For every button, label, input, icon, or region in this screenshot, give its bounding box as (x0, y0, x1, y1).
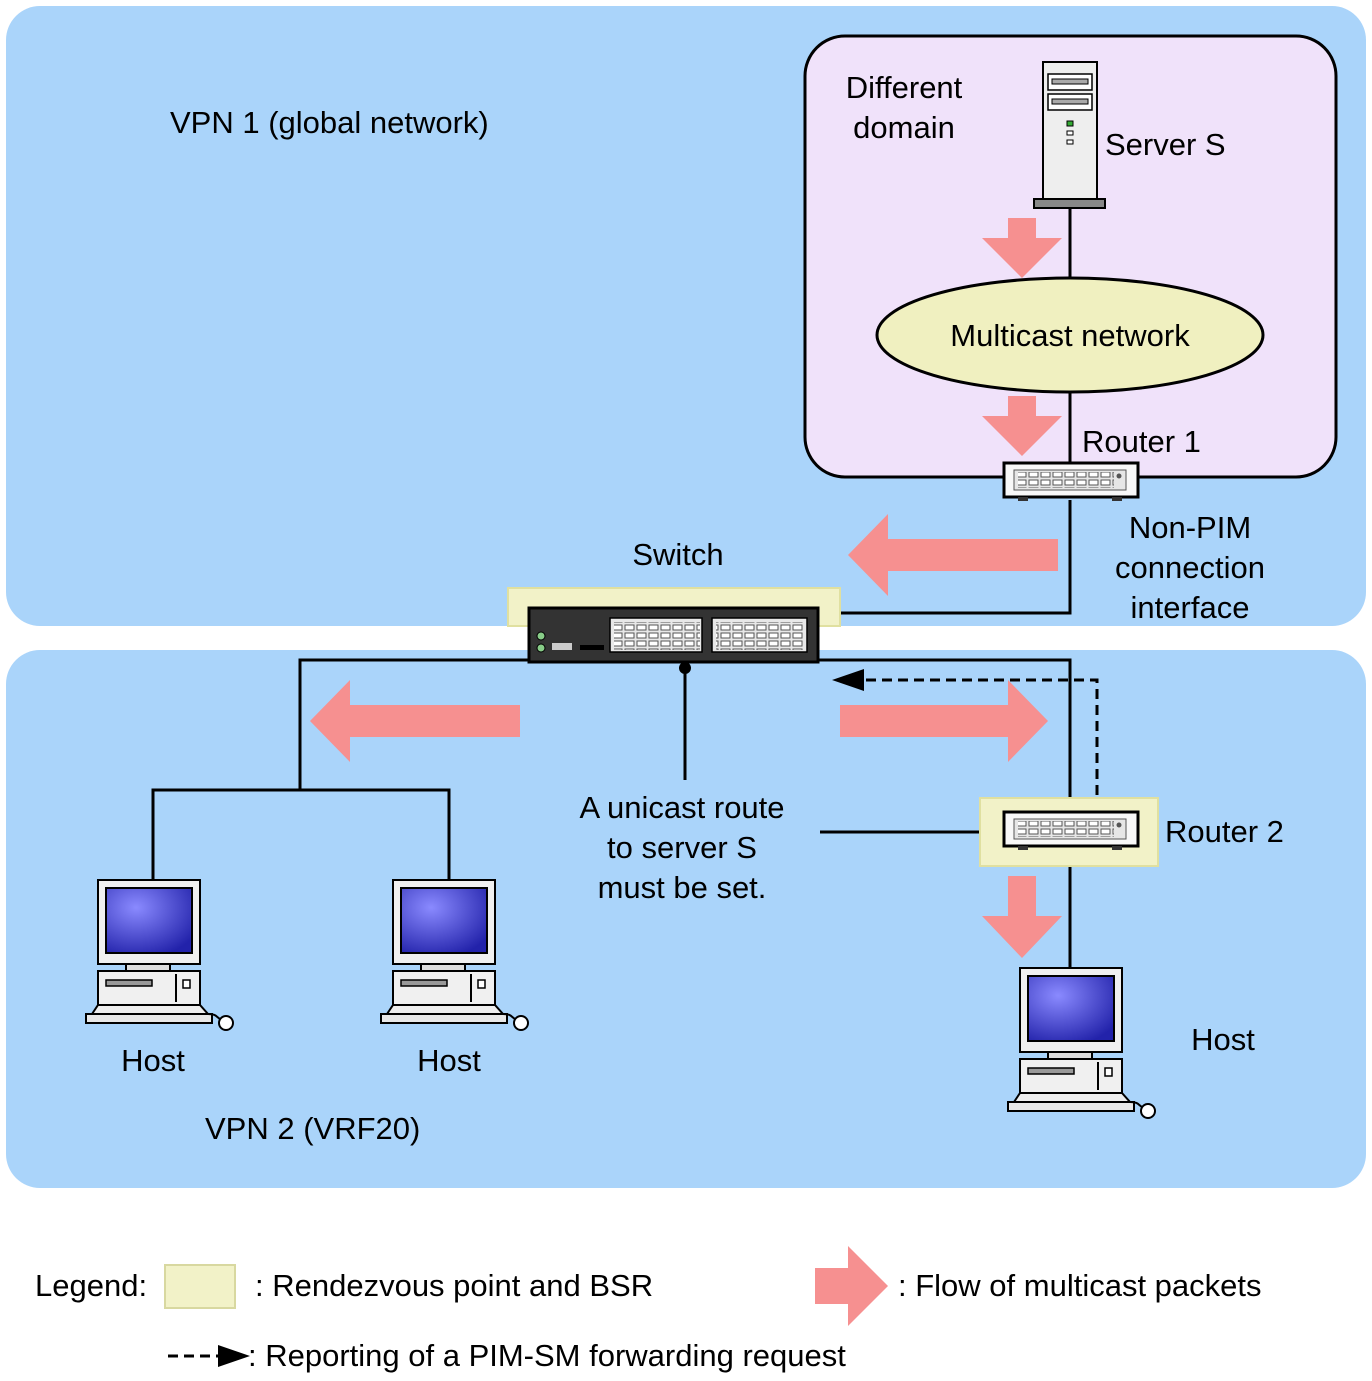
flow-arrow-to-left-hosts (310, 680, 520, 762)
note-line2: to server S (607, 830, 757, 865)
pim-sm-reporting-arrow (862, 678, 1099, 795)
router2-label: Router 2 (1165, 814, 1284, 849)
host-left-label: Host (121, 1043, 185, 1078)
router2-icon (1002, 810, 1140, 852)
pim-sm-reporting-arrowhead (832, 669, 864, 691)
connection-lines (151, 208, 1072, 970)
multicast-network-label: Multicast network (950, 318, 1190, 353)
vpn2-label: VPN 2 (VRF20) (205, 1111, 420, 1146)
switch-label: Switch (632, 537, 723, 572)
note-line1: A unicast route (579, 790, 784, 825)
different-domain-label-line2: domain (853, 110, 955, 145)
legend-flow-text: : Flow of multicast packets (898, 1268, 1262, 1303)
flow-arrow-to-switch (848, 514, 1058, 596)
non-pim-label-line2: connection (1115, 550, 1265, 585)
router1-label: Router 1 (1082, 424, 1201, 459)
legend-flow-arrow (815, 1246, 888, 1326)
server-label: Server S (1105, 127, 1226, 162)
legend-rp-bsr-swatch (164, 1264, 236, 1309)
multicast-network (875, 276, 1265, 394)
server-icon (1033, 61, 1106, 209)
host-right-label: Host (1191, 1022, 1255, 1057)
vpn1-label: VPN 1 (global network) (170, 105, 489, 140)
flow-arrow-router2-down (982, 876, 1062, 958)
legend: Legend: : Rendezvous point and BSR : Flo… (35, 1246, 1262, 1373)
flow-arrow-server-down (982, 218, 1062, 278)
different-domain-label-line1: Different (846, 70, 963, 105)
switch-icon (527, 606, 820, 664)
multicast-flow-arrows (310, 218, 1062, 958)
legend-rp-bsr-text: : Rendezvous point and BSR (255, 1268, 653, 1303)
vpn2-zone (6, 650, 1366, 1188)
flow-arrow-to-router2 (840, 680, 1048, 762)
non-pim-label-line3: interface (1131, 590, 1250, 625)
legend-dashed-arrowhead (218, 1345, 250, 1367)
legend-title: Legend: (35, 1268, 147, 1303)
note-line3: must be set. (598, 870, 767, 905)
note-connector-dot (679, 662, 691, 674)
host-middle-label: Host (417, 1043, 481, 1078)
non-pim-label-line1: Non-PIM (1129, 510, 1251, 545)
legend-reporting-text: : Reporting of a PIM-SM forwarding reque… (248, 1338, 846, 1373)
flow-arrow-cloud-down (982, 396, 1062, 456)
router1-icon (1002, 461, 1140, 503)
